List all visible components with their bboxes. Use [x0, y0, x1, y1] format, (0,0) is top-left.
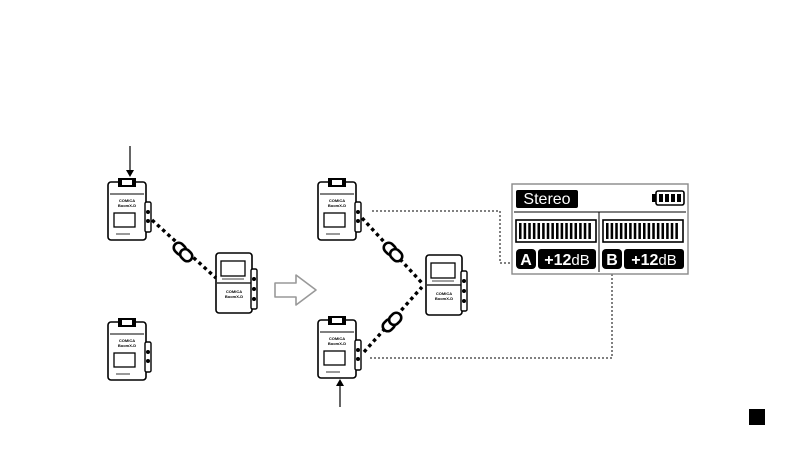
channel-a-unit: dB — [571, 252, 589, 269]
meter-segment — [556, 223, 559, 239]
device-model-label: BoomX-D — [118, 203, 136, 208]
device-model-label: BoomX-D — [435, 296, 453, 301]
chain-link-icon — [380, 239, 406, 265]
meter-segment — [588, 223, 591, 239]
channel-b-unit: dB — [658, 252, 676, 269]
channel-b-gain-box — [624, 249, 684, 269]
level-meter-b — [602, 219, 684, 243]
leader-line-a — [372, 210, 512, 264]
device-brand-label: COMICA — [329, 198, 345, 203]
meter-segment — [606, 223, 609, 239]
meter-segment — [638, 223, 641, 239]
device-brand-label: COMICA — [119, 338, 135, 343]
channel-a-badge — [516, 249, 536, 269]
svg-text:+12dB: +12dB — [544, 252, 590, 269]
left-scene: COMICA BoomX-D COMICA BoomX-D COMICA Boo… — [107, 146, 258, 381]
channel-b-gain: +12 — [631, 252, 658, 269]
channel-b-label: B — [606, 252, 618, 269]
channel-a-label: A — [520, 252, 532, 269]
battery-icon — [652, 190, 685, 206]
meter-segment — [619, 223, 623, 239]
meter-segment — [633, 223, 637, 239]
meter-segment — [542, 223, 545, 239]
device-model-label: BoomX-D — [328, 341, 346, 346]
right-scene: COMICA BoomX-D COMICA BoomX-D COMICA Boo… — [317, 177, 613, 407]
meter-segment — [675, 223, 678, 239]
meter-segment — [528, 223, 531, 239]
transmitter-a: COMICA BoomX-D — [107, 177, 152, 241]
chain-link-icon — [379, 309, 405, 335]
meter-segment — [546, 223, 550, 239]
device-brand-label: COMICA — [329, 336, 345, 341]
transmitter-a: COMICA BoomX-D — [317, 177, 362, 241]
meter-segment — [523, 223, 527, 239]
channel-a-gain-box — [538, 249, 596, 269]
meter-segment — [551, 223, 554, 239]
device-brand-label: COMICA — [119, 198, 135, 203]
meter-segment — [647, 223, 651, 239]
meter-segment — [565, 223, 568, 239]
meter-segment — [661, 223, 665, 239]
receiver: COMICA BoomX-D — [425, 254, 468, 316]
channel-a-gain: +12 — [544, 252, 571, 269]
hollow-right-arrow-icon — [274, 274, 317, 306]
device-brand-label: COMICA — [226, 289, 242, 294]
device-model-label: BoomX-D — [118, 343, 136, 348]
transmitter-b: COMICA BoomX-D — [107, 317, 152, 381]
chain-link-icon — [170, 239, 196, 265]
device-model-label: BoomX-D — [328, 203, 346, 208]
meter-segment — [670, 223, 674, 239]
meter-segment — [629, 223, 632, 239]
meter-segment — [666, 223, 669, 239]
meter-segment — [532, 223, 536, 239]
meter-segment — [569, 223, 573, 239]
mode-badge — [516, 190, 578, 208]
lcd-display: Stereo A +12dB B +12 — [511, 183, 689, 275]
svg-text:+12dB: +12dB — [631, 252, 677, 269]
input-arrow-icon — [126, 170, 134, 177]
meter-segment — [652, 223, 655, 239]
meter-segment — [537, 223, 541, 239]
meter-segment — [579, 223, 582, 239]
meter-segment — [643, 223, 646, 239]
meter-segment — [583, 223, 587, 239]
device-brand-label: COMICA — [436, 291, 452, 296]
meter-segment — [560, 223, 564, 239]
leader-line-b — [370, 274, 613, 359]
input-arrow-icon — [336, 379, 344, 386]
transmitter-b: COMICA BoomX-D — [317, 315, 362, 379]
black-square-icon — [749, 409, 765, 425]
receiver: COMICA BoomX-D — [215, 252, 258, 314]
level-meter-a — [515, 219, 597, 243]
meter-segment — [574, 223, 578, 239]
meter-segment — [624, 223, 628, 239]
meter-segment — [519, 223, 522, 239]
meter-segment — [656, 223, 660, 239]
meter-segment — [615, 223, 618, 239]
device-model-label: BoomX-D — [225, 294, 243, 299]
channel-b-badge — [602, 249, 622, 269]
mode-label: Stereo — [523, 191, 570, 208]
meter-segment — [610, 223, 614, 239]
